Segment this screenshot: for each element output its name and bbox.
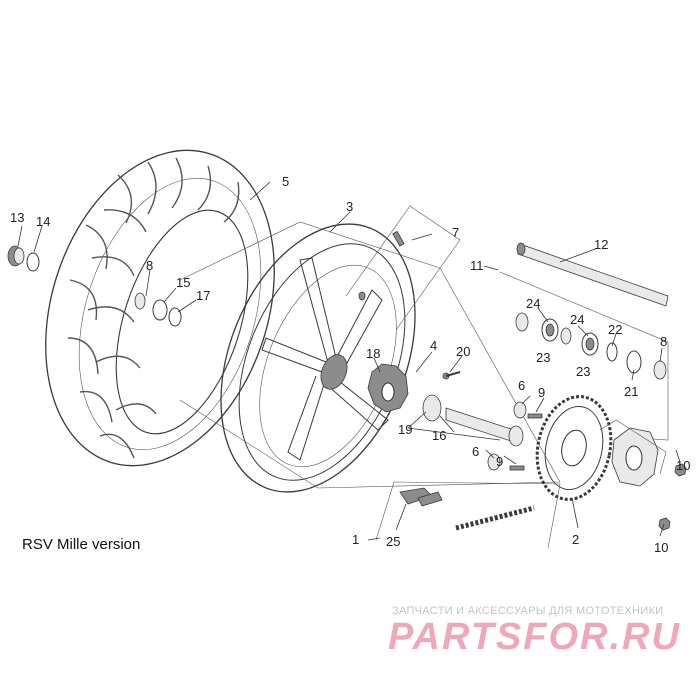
axle-spacers [499,271,669,441]
left-bearings [7,245,182,327]
label-11: 11 [470,258,484,273]
label-12: 12 [594,237,608,252]
label-14: 14 [36,214,50,229]
rear-tyre [45,149,275,467]
label-7: 7 [452,225,459,240]
rear-axle [516,242,669,307]
rear-sprocket [535,395,613,501]
leader-lines [17,181,681,541]
label-5: 5 [282,174,289,189]
label-23a: 23 [536,350,550,365]
label-24b: 24 [570,312,584,327]
version-caption: RSV Mille version [22,536,141,553]
label-22: 22 [608,322,622,337]
label-8b: 8 [660,334,667,349]
label-19: 19 [398,422,412,437]
label-24a: 24 [526,296,540,311]
label-21: 21 [624,384,638,399]
wheel-spokes [261,257,389,461]
label-13: 13 [10,210,24,225]
wheel-rim [220,223,416,493]
label-20: 20 [456,344,470,359]
label-6b: 6 [472,444,479,459]
label-15: 15 [176,275,190,290]
label-9b: 9 [496,454,503,469]
valve-screw [345,205,461,331]
label-10b: 10 [654,540,668,555]
watermark-brand: PARTSFOR.RU [388,616,681,658]
label-16: 16 [432,428,446,443]
label-1: 1 [352,532,359,547]
label-9a: 9 [538,385,545,400]
label-17: 17 [196,288,210,303]
label-3: 3 [346,199,353,214]
label-25: 25 [386,534,400,549]
label-2: 2 [572,532,579,547]
label-23b: 23 [576,364,590,379]
bushes-and-bolts [487,401,543,471]
watermark-subtitle: ЗАПЧАСТИ И АКСЕССУАРЫ ДЛЯ МОТОТЕХНИКИ [392,605,664,617]
label-18: 18 [366,346,380,361]
label-10a: 10 [676,458,690,473]
label-8a: 8 [146,258,153,273]
chain-kit [375,481,561,549]
cush-drive-hub [367,363,524,447]
sprocket-carrier [599,419,687,531]
label-4: 4 [430,338,437,353]
label-6a: 6 [518,378,525,393]
part-labels: 1 2 3 4 5 6 6 7 8 8 9 9 10 10 11 12 13 1… [10,174,690,555]
